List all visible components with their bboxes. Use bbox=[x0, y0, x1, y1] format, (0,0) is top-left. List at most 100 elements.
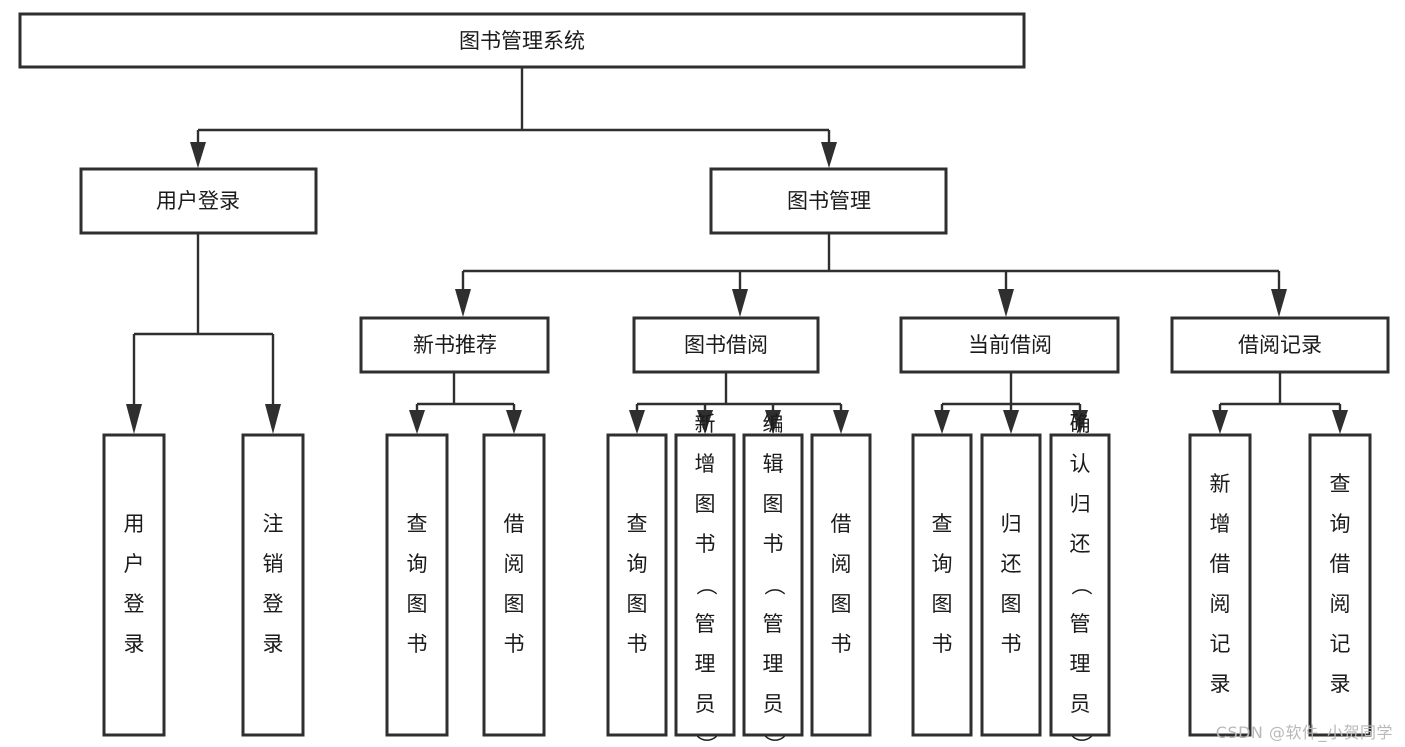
node-leaf-borrow-book-rec-label-char: 图 bbox=[504, 592, 525, 616]
leaf-node-layer: 用户登录注销登录查询图书借阅图书查询图书新增图书（管理员）编辑图书（管理员）借阅… bbox=[102, 412, 1372, 747]
node-leaf-borrow-book-rec-box[interactable] bbox=[482, 433, 546, 737]
node-book-borrow-box[interactable] bbox=[632, 316, 820, 374]
arrow-head-leaf-edit-book bbox=[765, 410, 781, 434]
node-leaf-user-login-box[interactable] bbox=[102, 433, 166, 737]
node-leaf-user-login-label-char: 用 bbox=[124, 512, 145, 536]
node-leaf-query-record-label-char: 询 bbox=[1330, 512, 1351, 536]
node-root-box[interactable] bbox=[18, 12, 1026, 69]
node-leaf-query-record-label-char: 借 bbox=[1330, 552, 1351, 576]
arrow-head-leaf-confirm-return bbox=[1072, 410, 1088, 434]
arrow-head-current-borrow bbox=[998, 289, 1014, 317]
node-leaf-return-book-label-char: 还 bbox=[1001, 552, 1022, 576]
node-leaf-add-book-label-char: 员 bbox=[695, 692, 716, 716]
node-leaf-add-book-label-char: ） bbox=[694, 735, 718, 747]
node-leaf-confirm-return-box[interactable] bbox=[1049, 433, 1111, 737]
node-root[interactable]: 图书管理系统 bbox=[18, 12, 1026, 69]
node-user-login-box[interactable] bbox=[79, 167, 318, 235]
node-leaf-confirm-return-label-char: 认 bbox=[1070, 452, 1091, 476]
node-leaf-add-book-box[interactable] bbox=[674, 433, 736, 737]
node-leaf-borrow-book-bb-label-char: 书 bbox=[831, 632, 852, 656]
node-leaf-edit-book-label-char: 编 bbox=[763, 412, 784, 436]
node-leaf-edit-book-label-char: 管 bbox=[763, 612, 784, 636]
node-leaf-query-book-bb-label-char: 询 bbox=[627, 552, 648, 576]
node-leaf-query-record-label-char: 录 bbox=[1330, 672, 1351, 696]
node-leaf-user-logout-label-char: 登 bbox=[263, 592, 284, 616]
node-leaf-borrow-book-bb-box[interactable] bbox=[810, 433, 872, 737]
arrow-head-leaf-query-book-bb bbox=[629, 410, 645, 434]
node-leaf-query-book-rec-label-char: 书 bbox=[407, 632, 428, 656]
node-book-manage-box[interactable] bbox=[709, 167, 948, 235]
node-current-borrow[interactable]: 当前借阅 bbox=[899, 316, 1120, 374]
node-leaf-user-login[interactable]: 用户登录 bbox=[102, 433, 166, 737]
node-root-label: 图书管理系统 bbox=[459, 29, 585, 53]
node-leaf-query-book-rec-label-char: 查 bbox=[407, 512, 428, 536]
node-leaf-query-book-cb-box[interactable] bbox=[911, 433, 973, 737]
node-leaf-return-book-box[interactable] bbox=[980, 433, 1042, 737]
arrow-head-leaf-query-book-cb bbox=[934, 410, 950, 434]
node-borrow-record[interactable]: 借阅记录 bbox=[1170, 316, 1390, 374]
arrow-head-user-login bbox=[190, 142, 206, 168]
node-leaf-query-book-rec-box[interactable] bbox=[385, 433, 449, 737]
node-new-book-rec-box[interactable] bbox=[359, 316, 550, 374]
node-leaf-confirm-return-label-char: ） bbox=[1069, 735, 1093, 747]
arrow-head-leaf-user-login bbox=[126, 404, 142, 434]
node-leaf-confirm-return-label-char: 理 bbox=[1070, 652, 1091, 676]
node-leaf-query-record-box[interactable] bbox=[1308, 433, 1372, 737]
arrow-head-leaf-borrow-book-bb bbox=[833, 410, 849, 434]
node-leaf-query-book-bb-label-char: 书 bbox=[627, 632, 648, 656]
node-borrow-record-box[interactable] bbox=[1170, 316, 1390, 374]
node-leaf-edit-book-label-char: （ bbox=[762, 575, 786, 596]
node-leaf-borrow-book-bb-label-char: 图 bbox=[831, 592, 852, 616]
node-new-book-rec[interactable]: 新书推荐 bbox=[359, 316, 550, 374]
node-leaf-query-book-bb-box[interactable] bbox=[606, 433, 668, 737]
node-leaf-add-book-label-char: 增 bbox=[695, 452, 716, 476]
node-leaf-add-book-label-char: 管 bbox=[695, 612, 716, 636]
node-current-borrow-box[interactable] bbox=[899, 316, 1120, 374]
node-leaf-edit-book-box[interactable] bbox=[742, 433, 804, 737]
node-leaf-query-record-label-char: 记 bbox=[1330, 632, 1351, 656]
node-book-manage[interactable]: 图书管理 bbox=[709, 167, 948, 235]
node-leaf-add-record-label-char: 阅 bbox=[1210, 592, 1231, 616]
node-leaf-user-logout-label-char: 录 bbox=[263, 632, 284, 656]
arrow-head-book-borrow bbox=[732, 289, 748, 317]
node-book-manage-label: 图书管理 bbox=[787, 189, 871, 213]
node-leaf-add-record-label-char: 录 bbox=[1210, 672, 1231, 696]
node-user-login[interactable]: 用户登录 bbox=[79, 167, 318, 235]
node-leaf-edit-book-label-char: 图 bbox=[763, 492, 784, 516]
node-leaf-confirm-return-label-char: 管 bbox=[1070, 612, 1091, 636]
node-leaf-user-login-label-char: 录 bbox=[124, 632, 145, 656]
arrow-head-new-book-rec bbox=[455, 289, 471, 317]
arrow-head-leaf-add-record bbox=[1212, 410, 1228, 434]
node-leaf-query-record-label-char: 阅 bbox=[1330, 592, 1351, 616]
arrow-head-leaf-query-record bbox=[1332, 410, 1348, 434]
node-leaf-borrow-book-bb-label-char: 阅 bbox=[831, 552, 852, 576]
node-leaf-user-logout-box[interactable] bbox=[241, 433, 305, 737]
node-book-borrow[interactable]: 图书借阅 bbox=[632, 316, 820, 374]
arrow-head-leaf-add-book bbox=[697, 410, 713, 434]
node-leaf-user-logout-label-char: 销 bbox=[263, 552, 284, 576]
node-leaf-add-record-label-char: 记 bbox=[1210, 632, 1231, 656]
arrow-head-leaf-user-logout bbox=[265, 404, 281, 434]
node-leaf-user-login-label-char: 登 bbox=[124, 592, 145, 616]
node-leaf-borrow-book-rec-label-char: 阅 bbox=[504, 552, 525, 576]
node-leaf-edit-book-label-char: ） bbox=[762, 735, 786, 747]
node-leaf-add-record-box[interactable] bbox=[1188, 433, 1252, 737]
node-leaf-add-book-label-char: （ bbox=[694, 575, 718, 596]
node-leaf-confirm-return-label-char: 员 bbox=[1070, 692, 1091, 716]
watermark-text: CSDN @软件_小贺同学 bbox=[1215, 723, 1393, 742]
edge-layer bbox=[126, 67, 1348, 434]
